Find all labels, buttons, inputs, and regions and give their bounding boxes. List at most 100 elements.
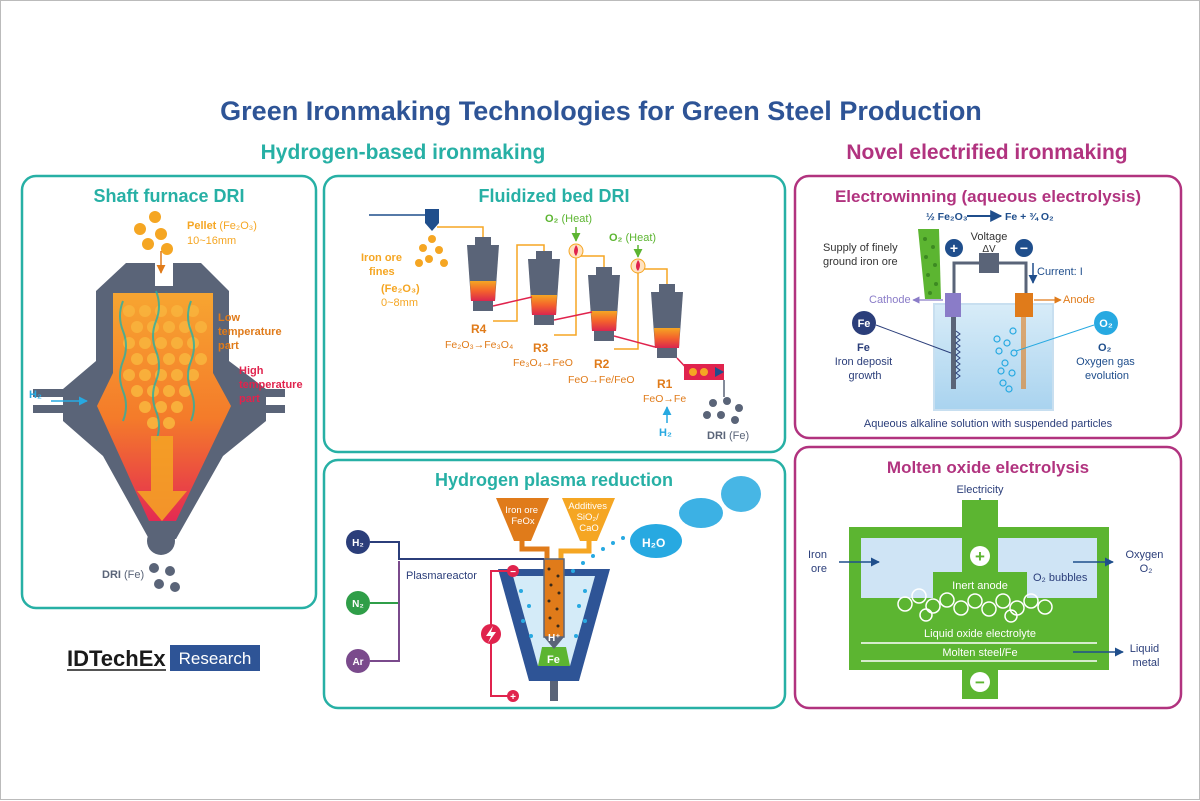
shaft-dri-fe: (Fe) xyxy=(124,569,144,581)
fluid-title: Fluidized bed DRI xyxy=(479,186,630,206)
plus-sign: + xyxy=(510,692,516,703)
anode xyxy=(1015,293,1033,317)
logo-name: IDTechEx xyxy=(67,646,166,671)
r1-equation: FeO→Fe xyxy=(643,393,686,405)
reactor-r4 xyxy=(467,237,499,311)
cathode xyxy=(945,293,961,317)
pellet-formula: (Fe₂O₃) xyxy=(219,220,256,232)
r1-label: R1 xyxy=(657,377,673,391)
anode-plus-terminal xyxy=(970,546,990,566)
plasmareactor-label: Plasmareactor xyxy=(406,570,477,582)
r2-label: R2 xyxy=(594,357,610,371)
voltage-source xyxy=(979,253,999,273)
electro-title: Electrowinning (aqueous electrolysis) xyxy=(835,187,1141,206)
r3-equation: Fe₃O₄→FeO xyxy=(513,357,573,369)
svg-text:High temperature p: High temperature part xyxy=(239,365,306,405)
minus-terminal xyxy=(507,565,519,577)
reactor-r1 xyxy=(651,284,683,358)
plasma-title: Hydrogen plasma reduction xyxy=(435,470,673,490)
cathode-minus-terminal xyxy=(970,672,990,692)
gas-n2-label: N₂ xyxy=(352,599,364,610)
hopper2-line3: CaO xyxy=(579,523,599,534)
hopper-iron-ore xyxy=(496,498,549,541)
o2-heat-1: O₂ xyxy=(545,213,559,225)
electro-plus-sign: + xyxy=(950,240,958,256)
high-temp-label-1: High xyxy=(239,365,264,377)
svg-text:Supply of finely ground: Supply of finely ground iron ore xyxy=(823,242,901,268)
high-temp-label-2: temperature xyxy=(239,379,303,391)
fe-badge xyxy=(852,311,876,335)
high-temp-label-3: part xyxy=(239,393,260,405)
low-temp-label-3: part xyxy=(218,340,239,352)
electro-minus-sign: − xyxy=(1020,240,1028,256)
iron-ore-label-1: Iron xyxy=(808,549,827,561)
svg-text:Additives SiO₂/ Ca: Additives SiO₂/ CaO xyxy=(568,501,609,534)
molten-oxide-diagram: Molten oxide electrolysis Electricity + … xyxy=(808,458,1167,699)
pellet-size: 10~16mm xyxy=(187,235,236,247)
molten-steel-label: Molten steel/Fe xyxy=(942,647,1017,659)
fines-dots xyxy=(415,235,448,267)
r4-equation: Fe₂O₃→Fe₃O₄ xyxy=(445,339,513,351)
anode-label: Anode xyxy=(1063,294,1095,306)
svg-text:Low temperature pa: Low temperature part xyxy=(218,312,285,352)
electrolyte-label: Liquid oxide electrolyte xyxy=(924,628,1036,640)
liquid-metal-label-2: metal xyxy=(1133,657,1160,669)
gas-n2-bubble xyxy=(346,591,370,615)
hopper2-line2: SiO₂/ xyxy=(577,512,600,523)
svg-text:Iron ore FeOx: Iron ore FeOx xyxy=(505,505,540,527)
electricity-label: Electricity xyxy=(956,484,1004,496)
delta-v-label: ΔV xyxy=(982,244,996,255)
reactor-r3 xyxy=(528,251,560,325)
plasma-bubbles xyxy=(519,536,625,638)
molten-minus-sign: − xyxy=(975,673,985,692)
feed-hopper xyxy=(425,209,439,231)
steam-clouds xyxy=(630,476,761,558)
svg-text:Liquid metal: Liquid metal xyxy=(1130,643,1162,669)
low-temp-label-1: Low xyxy=(218,312,240,324)
svg-text:Iron deposit growth: Iron deposit growth xyxy=(835,356,896,382)
top-electrode xyxy=(962,500,998,540)
o2-bubbles-label: O₂ bubbles xyxy=(1033,572,1088,584)
molten-plus-sign: + xyxy=(975,547,985,566)
fluid-h2-label: H₂ xyxy=(659,427,672,439)
solution-label: Aqueous alkaline solution with suspended… xyxy=(864,418,1113,430)
plus-terminal xyxy=(507,690,519,702)
idtechex-logo: IDTechEx Research xyxy=(67,645,260,671)
electro-eq-left: ½ Fe₂O₃ xyxy=(926,211,968,223)
o2-bubbles-electro xyxy=(993,327,1018,393)
shaft-h2-label: H₂ xyxy=(29,389,42,401)
r2-equation: FeO→Fe/FeO xyxy=(568,374,635,386)
h2o-label: H₂O xyxy=(642,536,665,550)
svg-text:DRI (Fe): DRI (Fe) xyxy=(102,569,144,581)
fluidized-bed-diagram: Fluidized bed DRI Iron ore fines (Fe₂O₃)… xyxy=(361,186,749,442)
o2-desc-1: Oxygen gas xyxy=(1076,356,1135,368)
reactor-r2 xyxy=(588,267,620,341)
burden-descent-arrow xyxy=(137,436,187,521)
gas-h2-label: H₂ xyxy=(352,538,364,549)
iron-ore-label-2: ore xyxy=(811,563,827,575)
supply-label-1: Supply of finely xyxy=(823,242,898,254)
shaft-dri-label: DRI xyxy=(102,569,121,581)
o2-label: O₂ xyxy=(1098,342,1112,354)
svg-text:Iron ore fines: Iron ore fines xyxy=(361,252,405,278)
fluid-dri-fe: (Fe) xyxy=(729,430,749,442)
fe-label: Fe xyxy=(857,342,870,354)
gas-flow-lines xyxy=(119,290,195,442)
svg-text:Oxygen gas evolution: Oxygen gas evolution xyxy=(1076,356,1138,382)
ore-supply-stream xyxy=(918,229,941,299)
oxygen-label-2: O₂ xyxy=(1140,563,1153,575)
shaft-title: Shaft furnace DRI xyxy=(93,186,244,206)
gas-h2-bubble xyxy=(346,530,370,554)
hopper1-line1: Iron ore xyxy=(505,505,538,516)
hopper2-line1: Additives xyxy=(568,501,607,512)
fluid-dri-label: DRI xyxy=(707,430,726,442)
o2-badge xyxy=(1094,311,1118,335)
plasma-diagram: Hydrogen plasma reduction Iron ore FeOx … xyxy=(346,470,761,703)
svg-text:Oxygen O₂: Oxygen O₂ xyxy=(1126,549,1167,575)
electro-eq-right: Fe + ¾ O₂ xyxy=(1005,211,1054,223)
h-plus-label: H⁺ xyxy=(548,633,561,644)
shaft-furnace-diagram: Shaft furnace DRI Pellet (Fe₂O₃) 10~16mm xyxy=(29,186,306,592)
hopper1-line2: FeOx xyxy=(511,516,534,527)
